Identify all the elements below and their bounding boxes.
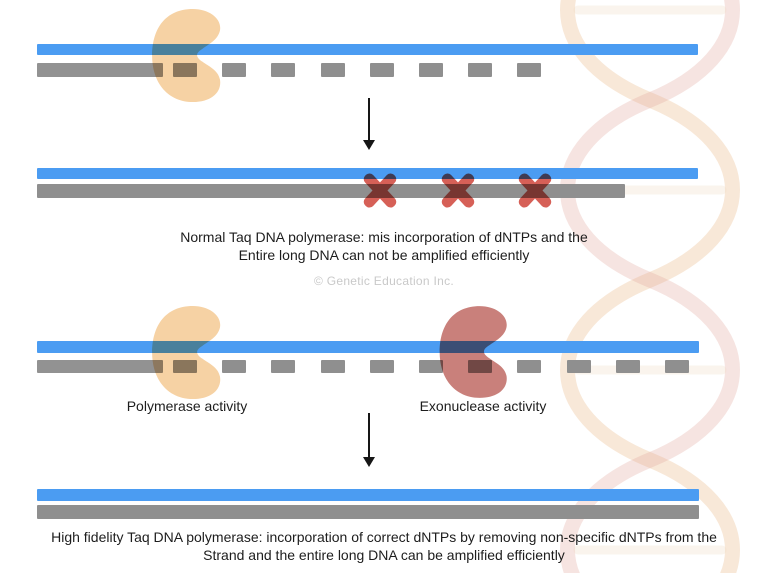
copyright-watermark: © Genetic Education Inc.: [313, 274, 455, 288]
dntp-dash-segment: [468, 63, 493, 77]
dntp-dash-segment: [419, 360, 443, 373]
hifi-taq-caption-line1: High fidelity Taq DNA polymerase: incorp…: [51, 529, 717, 545]
dntp-dash-segment: [320, 63, 345, 77]
normal-taq-caption: Normal Taq DNA polymerase: mis incorpora…: [0, 229, 768, 264]
exonuclease-enzyme-blob: [432, 302, 518, 402]
exonuclease-activity-label: Exonuclease activity: [419, 398, 547, 414]
normal-taq-caption-line1: Normal Taq DNA polymerase: mis incorpora…: [180, 229, 588, 245]
template-strand-blue-hifi: [37, 341, 699, 353]
synthesized-strand-solid-top: [37, 63, 163, 77]
dntp-dash-segment: [320, 360, 345, 373]
down-arrow-icon: [363, 413, 375, 467]
error-x-icon: [360, 169, 400, 213]
dntp-dash-segment: [615, 360, 640, 373]
dntp-dash-segment: [517, 63, 542, 77]
dntp-dash-segment: [419, 63, 443, 77]
dntp-dash-segment: [271, 360, 296, 373]
dntp-dash-segment: [566, 360, 591, 373]
incoming-dntp-dashes-top: [173, 63, 543, 77]
dntp-dash-segment: [517, 360, 542, 373]
polymerase-enzyme-blob: [142, 7, 234, 104]
hifi-taq-caption-line2: Strand and the entire long DNA can be am…: [203, 546, 565, 563]
dntp-dash-segment: [369, 63, 394, 77]
polymerase-enzyme-blob: [142, 304, 234, 401]
polymerase-activity-label: Polymerase activity: [126, 398, 248, 414]
dntp-dash-segment: [222, 360, 247, 373]
template-strand-blue-final: [37, 489, 699, 501]
synthesized-strand-result: [37, 184, 625, 198]
normal-taq-caption-line2: Entire long DNA can not be amplified eff…: [238, 246, 530, 263]
dntp-dash-segment: [369, 360, 394, 373]
synthesized-strand-solid-hifi: [37, 360, 163, 373]
error-x-icon: [515, 169, 555, 213]
down-arrow-icon: [363, 98, 375, 150]
error-x-icon: [438, 169, 478, 213]
template-strand-blue-top: [37, 44, 698, 55]
hifi-taq-caption: High fidelity Taq DNA polymerase: incorp…: [0, 529, 768, 564]
dntp-dash-segment: [222, 63, 247, 77]
dntp-dash-segment: [271, 63, 296, 77]
synthesized-strand-final: [37, 505, 699, 519]
dntp-dash-segment: [665, 360, 689, 373]
